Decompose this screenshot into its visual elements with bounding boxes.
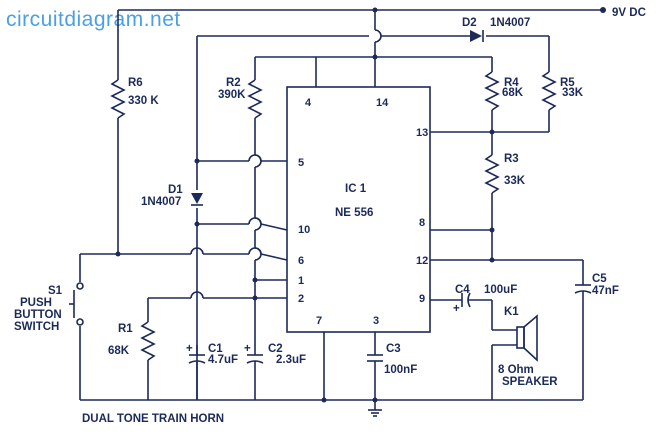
svg-text:R3: R3: [504, 153, 519, 165]
pin8-pin12-wiring: [430, 227, 584, 285]
svg-text:10: 10: [298, 224, 310, 236]
resistor-r4: R4 68K: [484, 71, 524, 155]
svg-text:SWITCH: SWITCH: [14, 321, 59, 333]
svg-text:D1: D1: [168, 184, 183, 196]
resistor-r3: R3 33K: [484, 153, 526, 260]
resistor-r1: R1 68K: [108, 298, 156, 400]
svg-text:C4: C4: [455, 284, 470, 296]
svg-text:C5: C5: [592, 273, 607, 285]
svg-text:68K: 68K: [502, 87, 524, 99]
left-pin-wiring: [80, 154, 288, 299]
svg-text:K1: K1: [504, 306, 519, 318]
svg-text:R2: R2: [226, 77, 241, 89]
svg-text:C2: C2: [268, 343, 283, 355]
capacitor-c5: C5 47nF: [574, 273, 619, 400]
svg-text:33K: 33K: [562, 87, 584, 99]
svg-text:390K: 390K: [218, 89, 246, 101]
svg-text:+: +: [244, 343, 251, 355]
svg-text:S1: S1: [48, 285, 63, 297]
ground-rail: DUAL TONE TRAIN HORN: [80, 332, 583, 425]
pin13-wiring: [430, 129, 549, 135]
resistor-r5: R5 33K: [541, 71, 584, 132]
capacitor-c2: + C2 2.3uF: [244, 343, 306, 400]
svg-text:R6: R6: [128, 77, 143, 89]
svg-text:14: 14: [376, 97, 389, 109]
svg-text:3: 3: [373, 315, 379, 327]
svg-text:SPEAKER: SPEAKER: [502, 376, 558, 388]
supply-rail: 9V DC: [118, 7, 646, 87]
switch-s1: S1 PUSH BUTTON SWITCH: [14, 254, 84, 400]
svg-text:1N4007: 1N4007: [490, 17, 530, 29]
resistor-r2: R2 390K: [218, 56, 316, 155]
ic-ref: IC 1: [345, 183, 367, 195]
svg-text:1N4007: 1N4007: [141, 196, 181, 208]
svg-text:6: 6: [298, 255, 304, 267]
ic-part: NE 556: [335, 207, 373, 219]
svg-text:100uF: 100uF: [484, 284, 517, 296]
caption: DUAL TONE TRAIN HORN: [82, 413, 224, 425]
svg-text:PUSH: PUSH: [20, 297, 52, 309]
capacitor-c3: C3 100nF: [367, 332, 417, 400]
capacitor-c4: C4 100uF +: [430, 284, 517, 315]
svg-text:+: +: [453, 303, 460, 315]
ic-ne556: IC 1 NE 556 4 14 5 10 6 1 2 7 3 13 8 12 …: [286, 86, 431, 333]
svg-text:8: 8: [419, 217, 425, 229]
svg-text:R4: R4: [504, 77, 519, 89]
svg-text:R5: R5: [560, 77, 575, 89]
svg-text:13: 13: [416, 127, 428, 139]
svg-text:33K: 33K: [504, 175, 526, 187]
supply-terminal: [600, 7, 606, 13]
svg-text:7: 7: [316, 315, 322, 327]
svg-text:C1: C1: [208, 343, 223, 355]
supply-label: 9V DC: [612, 7, 646, 19]
svg-text:4.7uF: 4.7uF: [208, 354, 238, 366]
svg-text:1: 1: [298, 275, 304, 287]
svg-text:8 Ohm: 8 Ohm: [498, 364, 534, 376]
svg-text:+: +: [186, 343, 193, 355]
svg-text:330 K: 330 K: [128, 95, 159, 107]
svg-text:BUTTON: BUTTON: [14, 309, 62, 321]
svg-text:9: 9: [419, 293, 425, 305]
svg-text:47nF: 47nF: [592, 285, 619, 297]
svg-text:12: 12: [416, 255, 428, 267]
watermark: circuitdiagram.net: [6, 8, 181, 31]
svg-text:2: 2: [298, 293, 304, 305]
svg-text:R1: R1: [118, 323, 133, 335]
svg-text:68K: 68K: [108, 345, 130, 357]
svg-text:4: 4: [305, 97, 312, 109]
svg-text:D2: D2: [462, 17, 477, 29]
svg-text:100nF: 100nF: [384, 364, 417, 376]
svg-text:2.3uF: 2.3uF: [276, 354, 306, 366]
svg-text:C3: C3: [386, 343, 401, 355]
diode-d2: D2 1N4007: [462, 17, 530, 42]
capacitor-c1: + C1 4.7uF: [186, 343, 238, 400]
resistor-r6: R6 330 K: [110, 10, 159, 254]
diode-d1: D1 1N4007: [141, 184, 203, 208]
speaker-k1: K1 8 Ohm SPEAKER: [491, 300, 558, 400]
svg-text:5: 5: [298, 157, 304, 169]
